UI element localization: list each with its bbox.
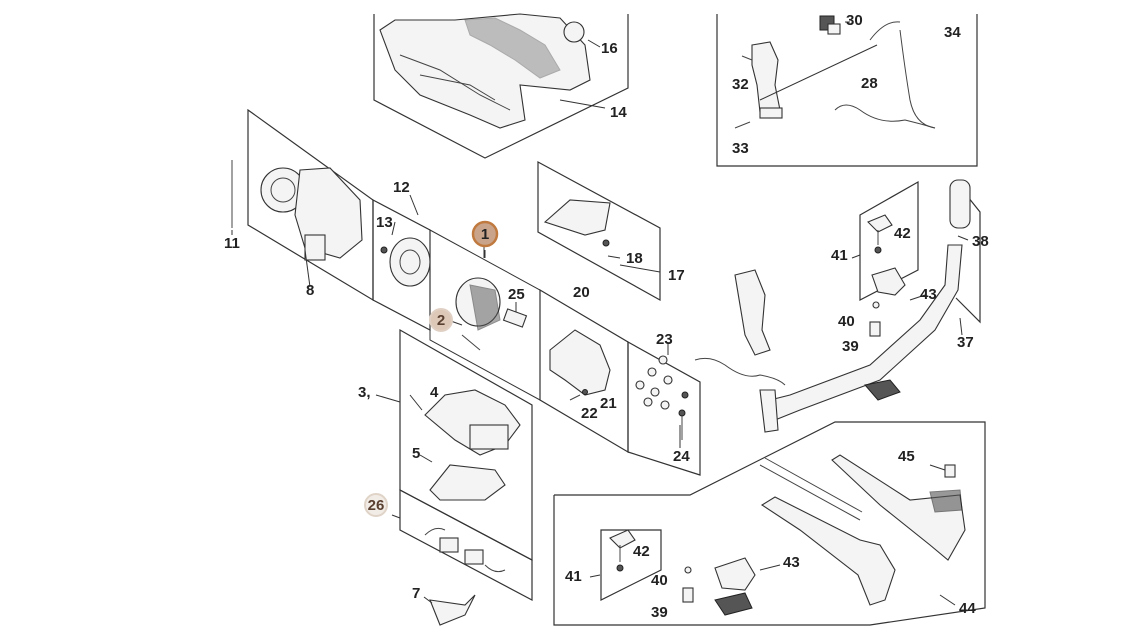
callout-circle-26[interactable] (364, 493, 388, 517)
callout-32[interactable]: 32 (732, 76, 749, 93)
callout-23[interactable]: 23 (656, 331, 673, 348)
callout-17[interactable]: 17 (668, 267, 685, 284)
callout-20[interactable]: 20 (573, 284, 590, 301)
part-7-clip (429, 594, 476, 626)
callout-33[interactable]: 33 (732, 140, 749, 157)
callout-42-upper[interactable]: 42 (894, 225, 911, 242)
ghost-handle (694, 269, 786, 386)
callout-40-lower[interactable]: 40 (651, 572, 668, 589)
group-37-38-handle-bar (759, 179, 981, 433)
group-44-lower-assembly (553, 421, 986, 626)
callout-3[interactable]: 3, (358, 384, 371, 401)
callout-16[interactable]: 16 (601, 40, 618, 57)
callout-14[interactable]: 14 (610, 104, 627, 121)
callout-43-lower[interactable]: 43 (783, 554, 800, 571)
callout-2[interactable]: 2 (437, 312, 445, 329)
group-14-housing (373, 13, 629, 159)
group-39-43-upper (859, 180, 919, 401)
callout-1[interactable]: 1 (481, 226, 489, 243)
callout-41-lower[interactable]: 41 (565, 568, 582, 585)
group-3-5-electronics (399, 328, 533, 561)
callout-42-lower[interactable]: 42 (633, 543, 650, 560)
callout-5[interactable]: 5 (412, 445, 420, 462)
callout-26[interactable]: 26 (368, 497, 385, 514)
group-17-18-cover (537, 160, 661, 302)
callout-45[interactable]: 45 (898, 448, 915, 465)
callout-4[interactable]: 4 (430, 384, 439, 401)
callout-38[interactable]: 38 (972, 233, 989, 250)
callout-39-lower[interactable]: 39 (651, 604, 668, 621)
leader-lines (304, 194, 969, 606)
callout-44[interactable]: 44 (959, 600, 976, 617)
callout-13[interactable]: 13 (376, 214, 393, 231)
callout-41-upper[interactable]: 41 (831, 247, 848, 264)
callout-25[interactable]: 25 (508, 286, 525, 303)
callout-8[interactable]: 8 (306, 282, 314, 299)
callout-28[interactable]: 28 (861, 75, 878, 92)
callout-21[interactable]: 21 (600, 395, 617, 412)
callout-30[interactable]: 30 (846, 12, 863, 29)
callout-39-upper[interactable]: 39 (842, 338, 859, 355)
group-28-34-handle (716, 14, 978, 167)
group-8-fan-housing (231, 108, 374, 302)
callout-40-upper[interactable]: 40 (838, 313, 855, 330)
group-23-24-fasteners (627, 340, 701, 476)
callout-18[interactable]: 18 (626, 250, 643, 267)
callout-12[interactable]: 12 (393, 179, 410, 196)
callout-43-upper[interactable]: 43 (920, 286, 937, 303)
callout-34[interactable]: 34 (944, 24, 961, 41)
callout-37[interactable]: 37 (957, 334, 974, 351)
callout-24[interactable]: 24 (673, 448, 690, 465)
callout-circle-1[interactable] (471, 220, 499, 248)
group-20-22-gear-housing (539, 288, 629, 454)
group-39-43-lower (600, 529, 756, 616)
callout-circle-2[interactable] (429, 308, 453, 332)
callout-7[interactable]: 7 (412, 585, 420, 602)
group-26-wiring (399, 489, 533, 601)
callout-22[interactable]: 22 (581, 405, 598, 422)
callout-11[interactable]: 11 (224, 235, 240, 252)
